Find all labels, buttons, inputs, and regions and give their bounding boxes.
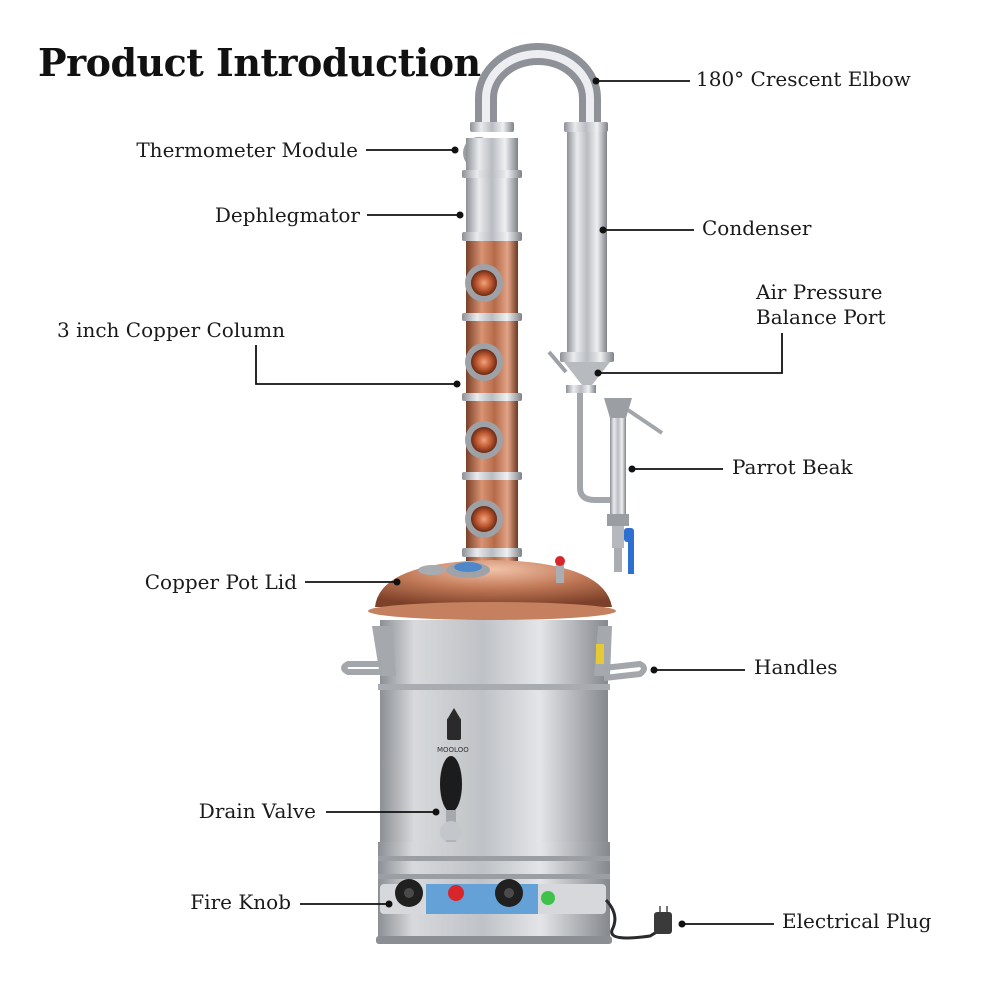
pressure-relief-knob [555,556,565,566]
brand-bottle-logo [448,708,460,718]
copper-pot-lid [375,560,612,607]
label-dephlegmator: Dephlegmator [214,203,360,227]
sight-glasses [465,264,503,538]
label-condenser: Condenser [702,216,812,240]
label-drain-valve: Drain Valve [198,799,316,823]
label-copper-pot-lid: Copper Pot Lid [144,570,297,594]
label-air-pressure-line1: Air Pressure [756,280,883,304]
drain-valve-handle [440,756,462,812]
crescent-elbow-highlight [482,50,594,132]
leader-lines [255,80,783,925]
label-parrot-beak: Parrot Beak [732,455,853,479]
left-handle [341,661,382,675]
condenser-body [567,132,607,354]
electrical-plug-icon [654,912,672,934]
power-lamp [541,891,555,905]
blue-valve-handle [624,528,634,542]
right-handle [603,660,647,681]
brand-text: MOOLOO [437,746,469,754]
leader-dots [385,77,686,928]
label-air-pressure-line2: Balance Port [756,305,886,329]
parrot-beak-cup [604,398,632,418]
label-crescent-elbow: 180° Crescent Elbow [696,67,911,91]
drain-valve-body [440,821,462,843]
label-electrical-plug: Electrical Plug [782,909,932,933]
label-fire-knob: Fire Knob [190,890,291,914]
pot-clamp-ring [380,620,608,656]
condenser-top-clamp [564,122,608,132]
label-handles: Handles [754,655,838,679]
page-title: Product Introduction [38,40,481,85]
pot-body [380,654,608,844]
column-top-clamp [470,122,514,132]
parrot-beak-tube [610,418,626,514]
power-cord [604,898,661,940]
indicator-red [448,885,464,901]
dephlegmator-body [466,138,518,234]
label-copper-column: 3 inch Copper Column [57,318,285,342]
label-thermometer-module: Thermometer Module [136,138,358,162]
